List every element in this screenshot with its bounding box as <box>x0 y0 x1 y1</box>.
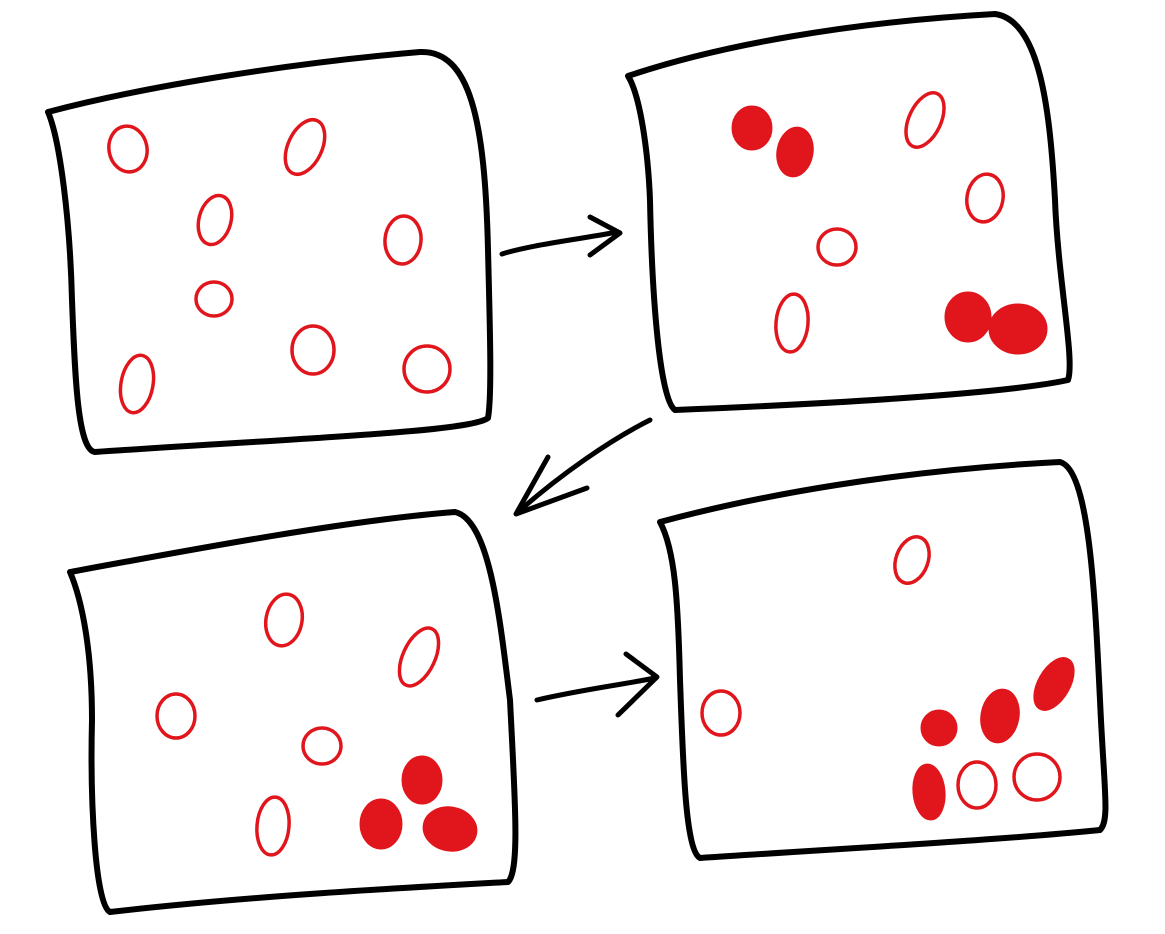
panel-2-filled-dot <box>731 105 773 151</box>
panel-2-filled-dot <box>944 291 992 343</box>
panel-4-frame <box>657 459 1109 861</box>
panel-4-open-dot <box>893 535 931 585</box>
panel-3-open-dot <box>397 626 441 688</box>
arrow-panel-2-to-panel-3 <box>513 417 653 517</box>
panel-1-open-dot <box>194 280 234 318</box>
panel-1 <box>45 48 494 455</box>
panel-1-open-dot <box>290 324 336 376</box>
panel-2 <box>625 11 1073 413</box>
arrow-shaft <box>534 675 658 703</box>
arrow-head <box>513 454 590 517</box>
panel-3-filled-dot <box>359 798 403 850</box>
panel-4-filled-dot <box>920 709 958 747</box>
panel-2-filled-dot <box>776 126 814 178</box>
panel-1-open-dot <box>383 214 423 266</box>
panel-3-open-dot <box>255 795 291 857</box>
panel-4-open-dot <box>700 689 742 737</box>
panel-2-filled-dot <box>988 303 1048 355</box>
panel-3-open-dot <box>155 692 197 740</box>
arrow-shaft <box>499 229 620 257</box>
panel-3-filled-dot <box>422 806 478 852</box>
panel-4-open-dot <box>956 760 998 810</box>
panel-4-open-dot <box>1012 752 1062 802</box>
panel-4 <box>657 459 1109 861</box>
panel-4-filled-dot <box>1033 657 1075 711</box>
panel-2-open-dot <box>816 227 858 267</box>
arrow-panel-3-to-panel-4 <box>534 651 660 718</box>
panel-2-open-dot <box>774 292 810 354</box>
panel-1-open-dot <box>196 193 234 247</box>
panel-1-open-dot <box>402 344 452 394</box>
panel-1-open-dot <box>118 353 156 415</box>
panel-2-open-dot <box>965 172 1005 224</box>
arrow-head <box>615 651 660 718</box>
panel-3 <box>67 509 519 915</box>
panel-2-frame <box>625 11 1073 413</box>
panel-1-open-dot <box>283 118 327 176</box>
arrow-head <box>587 214 623 258</box>
arrow-shaft <box>515 417 653 515</box>
panel-3-open-dot <box>301 726 343 766</box>
panel-2-open-dot <box>904 91 946 149</box>
panel-3-open-dot <box>263 592 305 648</box>
panel-3-filled-dot <box>401 755 443 805</box>
panel-4-filled-dot <box>912 763 946 821</box>
panel-1-open-dot <box>107 124 149 174</box>
arrow-panel-1-to-panel-2 <box>499 214 623 258</box>
panel-4-filled-dot <box>980 688 1020 744</box>
panel-1-frame <box>45 48 494 455</box>
panel-3-frame <box>67 509 519 915</box>
